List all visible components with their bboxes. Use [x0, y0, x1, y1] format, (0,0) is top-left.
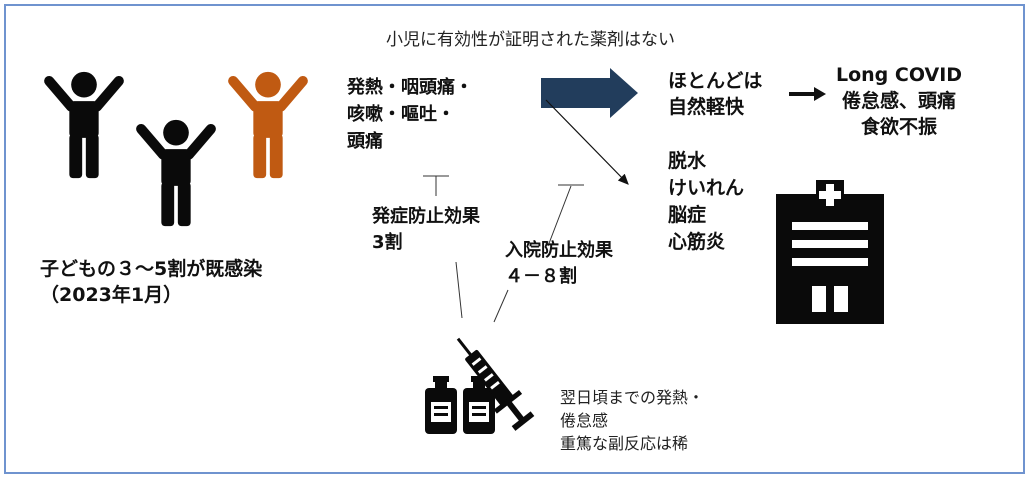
hospital-prevention-line: 入院防止効果	[505, 240, 613, 261]
severe-line: けいれん	[668, 177, 745, 199]
severe-line: 心筋炎	[668, 231, 726, 253]
long-covid-line: 食欲不振	[861, 116, 938, 138]
child-figure-icon	[136, 119, 216, 227]
mild-outcome-line: 自然軽快	[668, 96, 745, 118]
long-covid-line: Long COVID	[836, 64, 963, 86]
symptoms-text: 発熱・咽頭痛・ 咳嗽・嘔吐・ 頭痛	[347, 74, 473, 155]
mild-outcome: ほとんどは 自然軽快	[668, 68, 762, 120]
vaccine-vial-icon	[463, 376, 495, 434]
children-caption-line1: 子どもの３～5割が既感染	[40, 258, 263, 280]
severe-line: 脳症	[668, 204, 707, 226]
side-effect-line: 翌日頃までの発熱・	[560, 388, 705, 407]
onset-prevention-line: 発症防止効果	[372, 206, 480, 227]
symptoms-line: 頭痛	[347, 131, 383, 152]
severe-line: 脱水	[668, 150, 707, 172]
long-covid: Long COVID 倦怠感、頭痛 食欲不振	[836, 62, 962, 140]
symptoms-line: 咳嗽・嘔吐・	[347, 104, 455, 125]
arrow-to-severe	[545, 99, 629, 185]
child-figure-icon	[228, 71, 308, 179]
mild-outcome-line: ほとんどは	[668, 70, 763, 92]
children-caption-line2: （2023年1月）	[40, 284, 183, 306]
onset-prevention: 発症防止効果 3割	[372, 204, 480, 256]
syringe-icon	[456, 337, 535, 431]
child-figure-icon	[44, 71, 124, 179]
hospital-prevention: 入院防止効果 ４－８割	[505, 238, 613, 290]
vaccine-vial-icon	[425, 376, 457, 434]
diagram-frame	[4, 4, 1025, 474]
note-top: 小児に有効性が証明された薬剤はない	[386, 30, 675, 50]
hospital-icon	[776, 180, 884, 324]
symptoms-line: 発熱・咽頭痛・	[347, 77, 473, 98]
long-covid-line: 倦怠感、頭痛	[842, 90, 957, 112]
side-effect-line: 倦怠感	[560, 411, 609, 430]
onset-prevention-line: 3割	[372, 232, 403, 253]
hospital-prevention-line: ４－８割	[505, 266, 577, 287]
arrow-right-icon	[541, 68, 638, 118]
vaccine-side-effects: 翌日頃までの発熱・ 倦怠感 重篤な副反応は稀	[560, 386, 704, 455]
severe-outcomes: 脱水 けいれん 脳症 心筋炎	[668, 148, 744, 256]
side-effect-line: 重篤な副反応は稀	[560, 434, 689, 453]
